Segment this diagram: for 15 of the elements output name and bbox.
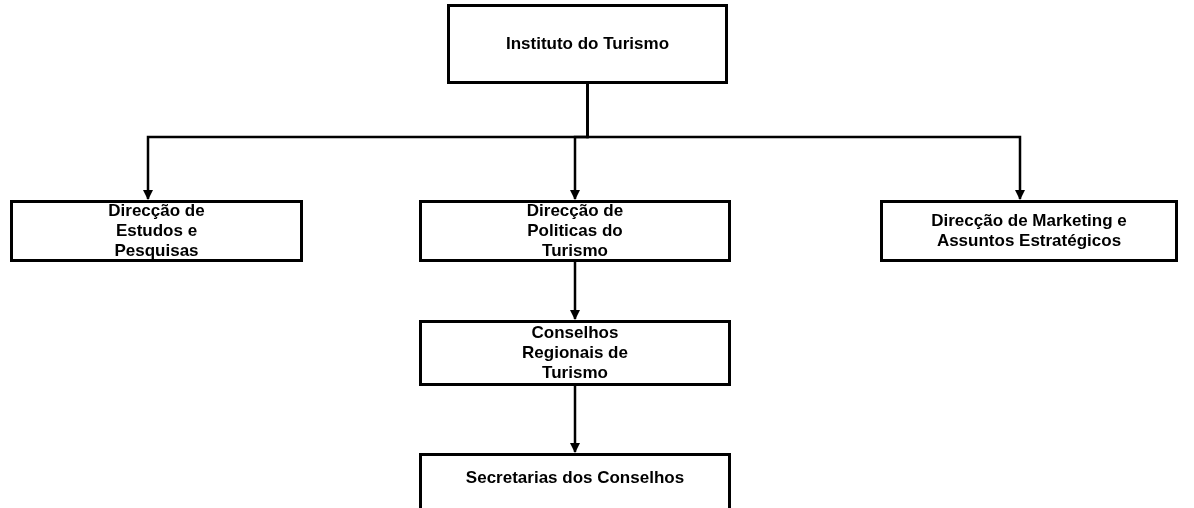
unit-name: Conselhos Regionais de Turismo (521, 323, 629, 383)
org-unit-box (880, 200, 1178, 262)
org-unit-box (10, 200, 303, 262)
org-unit-box (447, 4, 728, 84)
connector-arrow (570, 386, 580, 453)
connector-arrow (570, 262, 580, 320)
org-unit-box (419, 200, 731, 262)
unit-name: Direcção de Marketing e Assuntos Estratégicos (930, 211, 1128, 251)
unit-name: Direcção de Politicas do Turismo (525, 201, 625, 261)
unit-name: Instituto do Turismo (505, 34, 670, 54)
org-unit-box (419, 320, 731, 386)
unit-name: Secretarias dos Conselhos (465, 468, 685, 488)
connector-arrow (586, 84, 1025, 200)
org-unit-box (419, 453, 731, 508)
unit-name: Direcção de Estudos e Pesquisas (107, 201, 206, 261)
